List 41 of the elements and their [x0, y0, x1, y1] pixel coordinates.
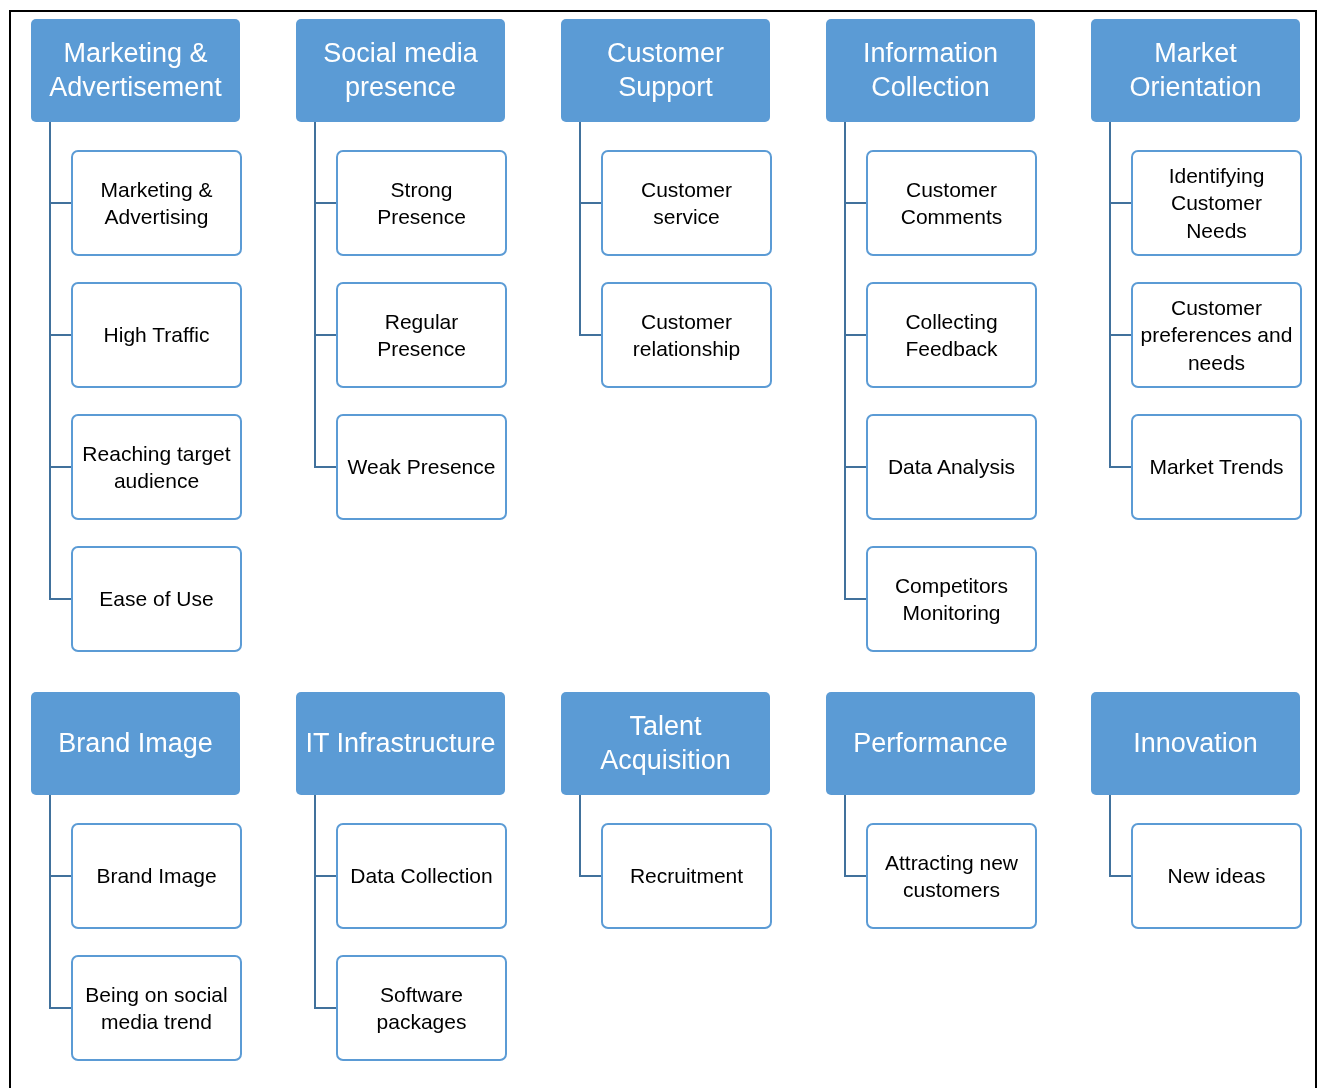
- item-box: Recruitment: [601, 823, 772, 929]
- category-header: IT Infrastructure: [296, 692, 505, 795]
- item-box: Weak Presence: [336, 414, 507, 520]
- item-box: Customer preferences and needs: [1131, 282, 1302, 388]
- item-box: High Traffic: [71, 282, 242, 388]
- connector-line: [579, 794, 602, 877]
- item-box: Attracting new customers: [866, 823, 1037, 929]
- connector-line: [314, 794, 337, 1009]
- item-box: Market Trends: [1131, 414, 1302, 520]
- item-box: Customer relationship: [601, 282, 772, 388]
- connector-line: [579, 121, 602, 336]
- category-header: Social media presence: [296, 19, 505, 122]
- category-header: Information Collection: [826, 19, 1035, 122]
- item-box: Customer service: [601, 150, 772, 256]
- item-box: Regular Presence: [336, 282, 507, 388]
- connector-line: [1109, 794, 1132, 877]
- item-box: Data Analysis: [866, 414, 1037, 520]
- item-box: Marketing & Advertising: [71, 150, 242, 256]
- category-header: Marketing & Advertisement: [31, 19, 240, 122]
- category-header: Performance: [826, 692, 1035, 795]
- category-header: Brand Image: [31, 692, 240, 795]
- connector-line: [844, 794, 867, 877]
- item-box: Strong Presence: [336, 150, 507, 256]
- connector-line: [49, 794, 72, 1009]
- item-box: Collecting Feedback: [866, 282, 1037, 388]
- connector-line: [1109, 121, 1132, 468]
- category-header: Customer Support: [561, 19, 770, 122]
- item-box: Identifying Customer Needs: [1131, 150, 1302, 256]
- item-box: Ease of Use: [71, 546, 242, 652]
- category-header: Innovation: [1091, 692, 1300, 795]
- connector-line: [314, 121, 337, 468]
- item-box: Software packages: [336, 955, 507, 1061]
- item-box: Reaching target audience: [71, 414, 242, 520]
- item-box: Being on social media trend: [71, 955, 242, 1061]
- item-box: Data Collection: [336, 823, 507, 929]
- category-header: Talent Acquisition: [561, 692, 770, 795]
- item-box: Competitors Monitoring: [866, 546, 1037, 652]
- item-box: Customer Comments: [866, 150, 1037, 256]
- item-box: New ideas: [1131, 823, 1302, 929]
- item-box: Brand Image: [71, 823, 242, 929]
- category-header: Market Orientation: [1091, 19, 1300, 122]
